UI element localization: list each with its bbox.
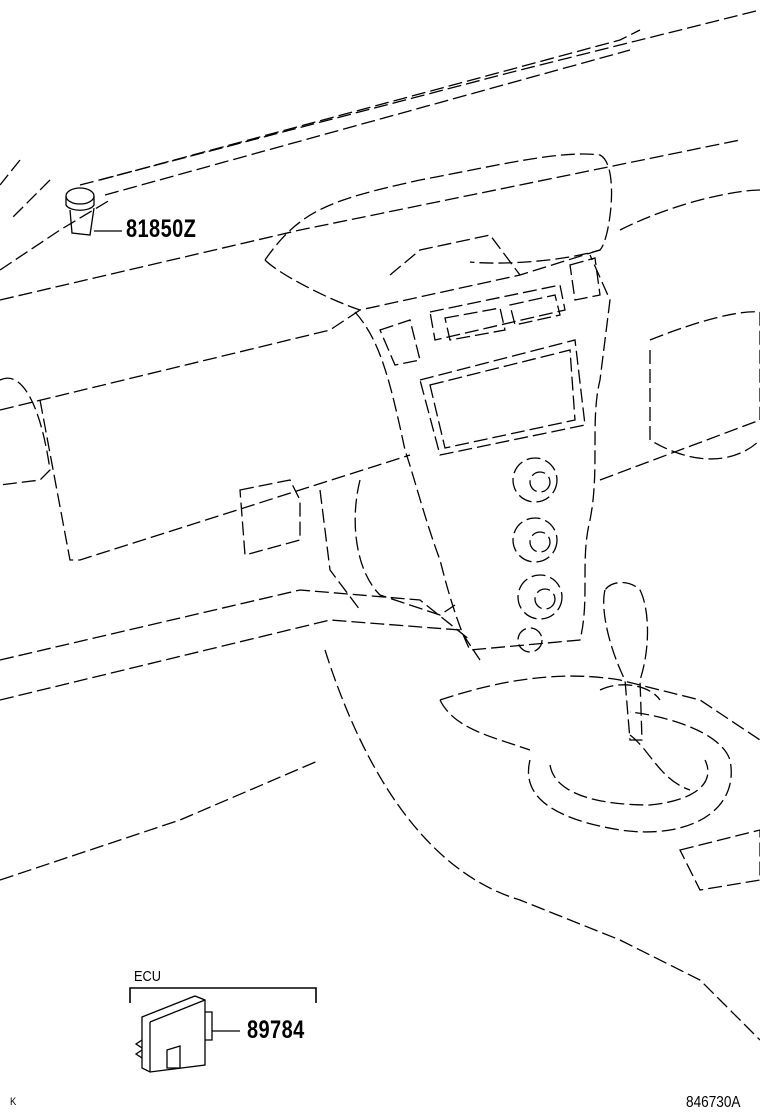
dashboard-outline — [0, 9, 760, 1041]
part-81850z-drawing — [65, 187, 122, 236]
ecu-group-label: ECU — [134, 968, 161, 985]
corner-mark: K — [10, 1096, 17, 1108]
ecu-drawing — [129, 987, 317, 1073]
part-number-81850z: 81850Z — [126, 215, 197, 243]
part-number-89784: 89784 — [247, 1016, 305, 1044]
illustration-id: 846730A — [686, 1094, 741, 1111]
